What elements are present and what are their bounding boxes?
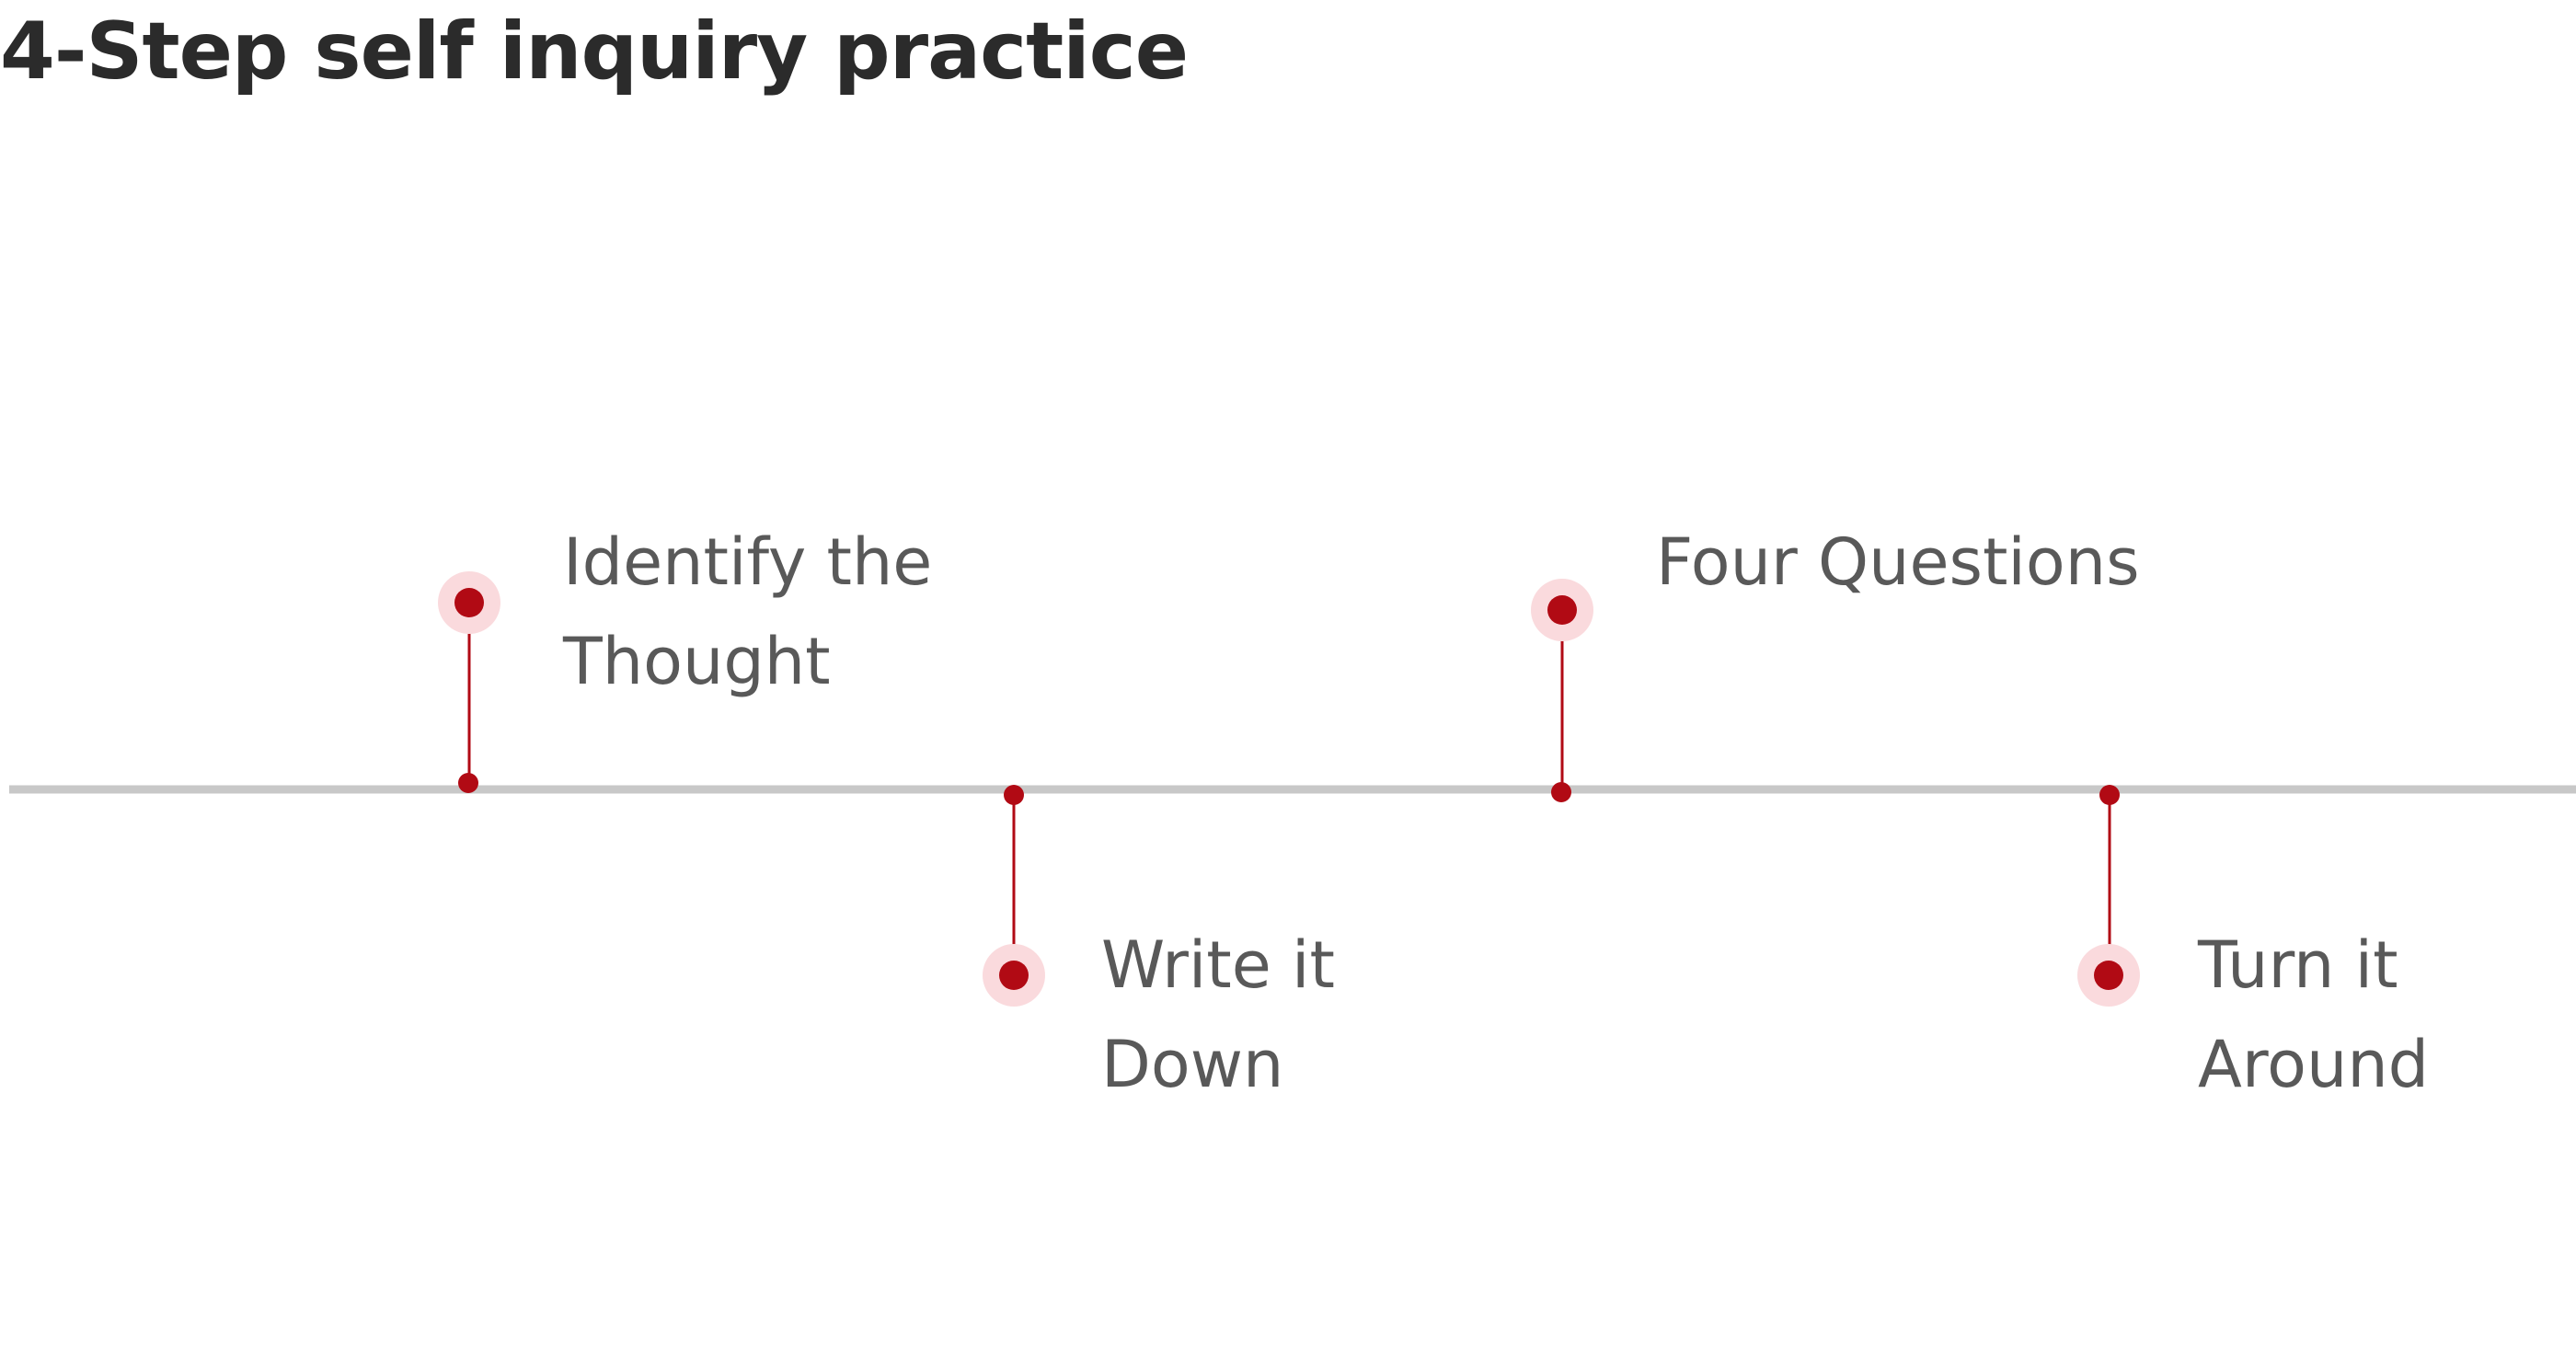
step-2-axis-dot xyxy=(1004,785,1024,805)
step-1-label-line-1: Identify the xyxy=(563,524,933,600)
step-3-marker xyxy=(1547,595,1577,625)
step-3-axis-dot xyxy=(1551,782,1571,802)
step-4-marker xyxy=(2094,961,2123,990)
step-1-marker xyxy=(454,588,484,617)
step-2-marker xyxy=(999,961,1029,990)
step-2-label: Write it Down xyxy=(1101,915,1335,1114)
step-4-label: Turn it Around xyxy=(2198,915,2429,1114)
step-4-label-line-2: Around xyxy=(2198,1027,2430,1102)
step-1-label: Identify the Thought xyxy=(563,512,932,711)
step-3-label-line-1: Four Questions xyxy=(1656,524,2140,600)
step-3-label: Four Questions xyxy=(1656,512,2140,612)
page-title: 4-Step self inquiry practice xyxy=(0,6,1189,98)
step-4-axis-dot xyxy=(2099,785,2120,805)
step-4-label-line-1: Turn it xyxy=(2198,927,2398,1003)
step-1-axis-dot xyxy=(458,773,478,793)
step-2-label-line-1: Write it xyxy=(1101,927,1335,1003)
step-1-label-line-2: Thought xyxy=(563,624,831,699)
step-2-label-line-2: Down xyxy=(1101,1027,1284,1102)
